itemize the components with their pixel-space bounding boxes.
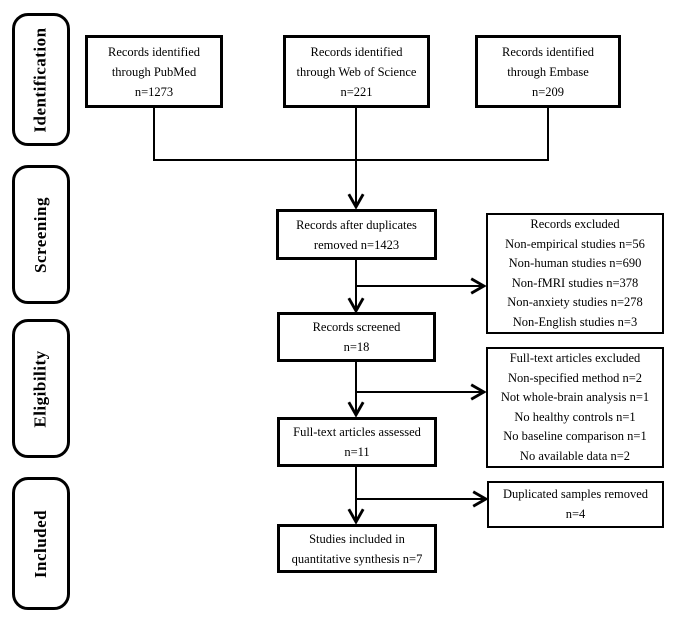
stage-label-included-text: Included	[31, 509, 50, 578]
node-records-identified-embase: Records identified through Embase n=209	[475, 35, 621, 108]
node-text-line: Records after duplicates	[296, 217, 417, 232]
node-text-line: n=11	[344, 445, 370, 459]
node-text-line: Records screened	[312, 320, 401, 334]
node-text-line: removed n=1423	[313, 237, 400, 252]
node-text-line: Duplicated samples removed	[502, 487, 649, 501]
node-text-line: Non-empirical studies n=56	[505, 236, 645, 251]
node-text-line: Records identified	[502, 44, 594, 59]
node-text-line: Non-English studies n=3	[512, 314, 638, 329]
node-text-line: No baseline comparison n=1	[503, 429, 647, 443]
node-text-line: Records identified	[108, 44, 200, 59]
node-text-line: n=1273	[134, 84, 174, 99]
node-text-line: Records excluded	[530, 217, 620, 231]
node-text-line: Full-text articles excluded	[509, 351, 641, 365]
node-text-line: through Embase	[507, 64, 589, 79]
node-text-line: n=209	[531, 84, 565, 99]
stage-label-screening: Screening	[12, 165, 70, 304]
node-text-line: n=4	[565, 506, 586, 521]
node-records-identified-pubmed: Records identified through PubMed n=1273	[85, 35, 223, 108]
node-studies-included-quantitative-synthesis: Studies included in quantitative synthes…	[277, 524, 437, 573]
node-text-line: through Web of Science	[296, 64, 417, 79]
node-text-line: through PubMed	[111, 64, 197, 79]
node-records-excluded: Records excluded Non-empirical studies n…	[486, 213, 664, 334]
node-text-line: quantitative synthesis n=7	[291, 551, 423, 566]
node-fulltext-articles-excluded: Full-text articles excluded Non-specifie…	[486, 347, 664, 468]
node-text-line: n=221	[340, 84, 373, 99]
node-text-line: No healthy controls n=1	[514, 409, 636, 424]
node-text-line: Full-text articles assessed	[293, 425, 421, 439]
node-text-line: Not whole-brain analysis n=1	[500, 390, 650, 404]
node-text-line: Non-fMRI studies n=378	[511, 275, 639, 290]
node-text-line: Records identified	[310, 44, 403, 59]
node-fulltext-articles-assessed: Full-text articles assessed n=11	[277, 417, 437, 467]
node-duplicated-samples-removed: Duplicated samples removed n=4	[487, 481, 664, 528]
node-text-line: Non-human studies n=690	[508, 256, 642, 270]
node-records-identified-web-of-science: Records identified through Web of Scienc…	[283, 35, 430, 108]
stage-label-identification: Identification	[12, 13, 70, 146]
stage-label-identification-text: Identification	[31, 26, 51, 133]
node-records-after-duplicates-removed: Records after duplicates removed n=1423	[276, 209, 437, 260]
node-text-line: n=18	[343, 340, 370, 354]
node-text-line: Studies included in	[309, 531, 405, 546]
node-text-line: Non-specified method n=2	[507, 370, 643, 385]
node-text-line: No available data n=2	[519, 448, 631, 463]
node-records-screened: Records screened n=18	[277, 312, 436, 362]
stage-label-screening-text: Screening	[31, 196, 50, 273]
stage-label-eligibility: Eligibility	[12, 319, 70, 458]
stage-label-included: Included	[12, 477, 70, 610]
stage-label-eligibility-text: Eligibility	[31, 349, 51, 428]
node-text-line: Non-anxiety studies n=278	[507, 295, 643, 309]
